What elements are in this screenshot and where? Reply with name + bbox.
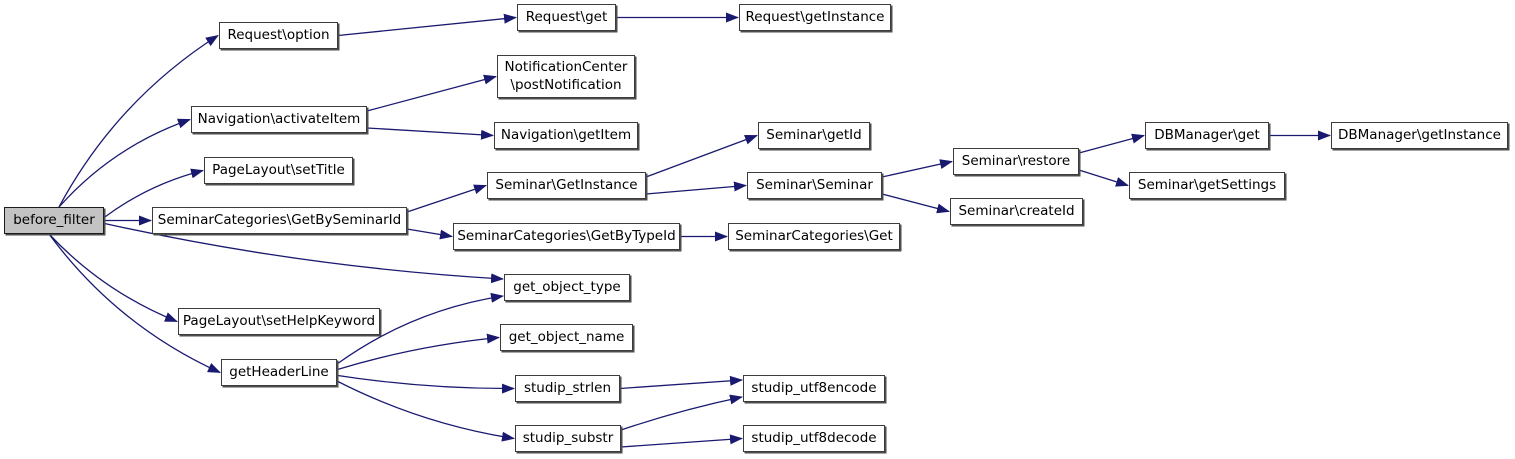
- node-dbmanager_getinstance[interactable]: DBManager\getInstance: [1331, 122, 1508, 149]
- node-studip_utf8decode[interactable]: studip_utf8decode: [743, 425, 885, 452]
- node-seminarcategories_getbyseminarid[interactable]: SeminarCategories\GetBySeminarId: [152, 207, 407, 234]
- edge-studip_substr-to-studip_utf8decode: [620, 434, 743, 448]
- node-pagelayout_settitle[interactable]: PageLayout\setTitle: [204, 157, 353, 184]
- node-seminar_seminar[interactable]: Seminar\Seminar: [747, 172, 882, 199]
- edge-navigation_activateitem-to-navigation_getitem: [366, 127, 494, 140]
- edge-getheaderline-to-get_object_name: [336, 333, 500, 371]
- node-pagelayout_sethelpkeyword[interactable]: PageLayout\setHelpKeyword: [178, 308, 380, 335]
- node-label: Request\getInstance: [745, 8, 885, 25]
- node-label: get_object_name: [508, 328, 625, 345]
- node-seminar_restore[interactable]: Seminar\restore: [953, 148, 1079, 175]
- edge-seminar_seminar-to-seminar_restore: [881, 159, 953, 178]
- node-label: \postNotification: [510, 76, 622, 93]
- node-request_option[interactable]: Request\option: [219, 22, 338, 49]
- node-navigation_activateitem[interactable]: Navigation\activateItem: [191, 106, 367, 133]
- node-seminar_getsettings[interactable]: Seminar\getSettings: [1129, 172, 1285, 199]
- node-label: before_filter: [13, 211, 95, 228]
- edge-getheaderline-to-get_object_type: [336, 292, 504, 365]
- node-label: studip_strlen: [523, 379, 611, 396]
- edge-seminar_getinstance-to-seminar_getid: [645, 134, 758, 178]
- edge-getheaderline-to-studip_substr: [336, 380, 515, 442]
- edge-seminar_getinstance-to-seminar_seminar: [645, 181, 747, 195]
- node-request_getinstance[interactable]: Request\getInstance: [739, 4, 891, 31]
- edge-request_option-to-request_get: [337, 13, 517, 37]
- edge-before_filter-to-pagelayout_settitle: [103, 168, 204, 219]
- node-get_object_type[interactable]: get_object_type: [504, 274, 630, 301]
- node-label: Seminar\createId: [958, 202, 1075, 219]
- node-label: Navigation\activateItem: [197, 110, 361, 127]
- node-get_object_name[interactable]: get_object_name: [500, 324, 633, 351]
- edge-seminar_restore-to-seminar_getsettings: [1078, 169, 1129, 187]
- node-seminar_createid[interactable]: Seminar\createId: [950, 198, 1083, 225]
- node-label: studip_substr: [522, 429, 614, 446]
- node-getheaderline[interactable]: getHeaderLine: [221, 359, 337, 386]
- edge-before_filter-to-getheaderline: [48, 233, 221, 374]
- edge-before_filter-to-navigation_activateitem: [58, 118, 191, 208]
- node-label: Seminar\getSettings: [1137, 176, 1277, 193]
- node-label: SeminarCategories\GetBySeminarId: [157, 211, 402, 228]
- edge-before_filter-to-get_object_type: [103, 222, 504, 284]
- node-label: NotificationCenter: [504, 58, 628, 75]
- node-dbmanager_get[interactable]: DBManager\get: [1145, 122, 1269, 149]
- node-label: studip_utf8decode: [751, 429, 877, 446]
- node-label: Request\option: [227, 26, 330, 43]
- node-label: Seminar\getId: [766, 126, 862, 143]
- node-label: get_object_type: [513, 278, 621, 295]
- edge-seminarcategories_getbyseminarid-to-seminar_getinstance: [406, 184, 487, 213]
- node-label: Seminar\GetInstance: [495, 176, 638, 193]
- edge-getheaderline-to-studip_strlen: [336, 374, 515, 394]
- node-label: Navigation\getItem: [500, 126, 632, 143]
- node-navigation_getitem[interactable]: Navigation\getItem: [494, 122, 638, 149]
- edge-navigation_activateitem-to-notificationcenter_postnotification: [366, 74, 497, 112]
- node-seminar_getid[interactable]: Seminar\getId: [758, 122, 870, 149]
- node-request_get[interactable]: Request\get: [517, 4, 616, 31]
- node-before_filter: before_filter: [4, 207, 104, 234]
- node-label: PageLayout\setHelpKeyword: [182, 312, 376, 329]
- node-label: getHeaderLine: [229, 363, 329, 380]
- edge-studip_strlen-to-studip_utf8encode: [619, 375, 743, 390]
- node-studip_substr[interactable]: studip_substr: [515, 425, 621, 452]
- node-label: SeminarCategories\Get: [735, 227, 893, 244]
- node-label: Seminar\restore: [961, 152, 1071, 169]
- edge-seminar_restore-to-dbmanager_get: [1078, 133, 1145, 154]
- node-seminarcategories_getbytypeid[interactable]: SeminarCategories\GetByTypeId: [453, 223, 680, 250]
- node-label: DBManager\getInstance: [1338, 126, 1501, 143]
- node-label: SeminarCategories\GetByTypeId: [457, 227, 676, 244]
- edge-seminarcategories_getbyseminarid-to-seminarcategories_getbytypeid: [406, 228, 453, 240]
- node-label: Seminar\Seminar: [756, 176, 873, 193]
- edge-before_filter-to-request_option: [58, 34, 219, 208]
- edge-studip_substr-to-studip_utf8encode: [620, 394, 743, 431]
- edge-before_filter-to-pagelayout_sethelpkeyword: [48, 233, 178, 323]
- node-studip_utf8encode[interactable]: studip_utf8encode: [743, 375, 885, 402]
- node-label: studip_utf8encode: [751, 379, 877, 396]
- node-notificationcenter_postnotification[interactable]: NotificationCenter\postNotification: [497, 55, 635, 98]
- node-label: Request\get: [525, 8, 608, 25]
- node-label: PageLayout\setTitle: [212, 161, 345, 178]
- node-label: DBManager\get: [1154, 126, 1260, 143]
- edge-seminar_seminar-to-seminar_createid: [881, 193, 950, 214]
- node-seminar_getinstance[interactable]: Seminar\GetInstance: [487, 172, 646, 199]
- node-seminarcategories_get[interactable]: SeminarCategories\Get: [728, 223, 900, 250]
- node-studip_strlen[interactable]: studip_strlen: [515, 375, 620, 402]
